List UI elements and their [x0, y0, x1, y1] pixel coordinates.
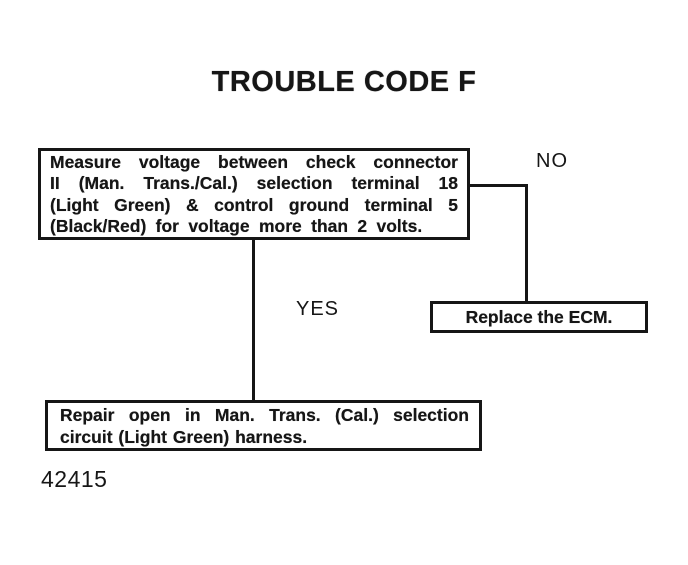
repair-box-line: Repair open in Man. Trans. (Cal.) select…: [60, 405, 469, 425]
decision-box-line: Measure voltage between check connector: [50, 152, 458, 172]
page-title: TROUBLE CODE F: [211, 66, 477, 98]
decision-box-line: (Black/Red) for voltage more than 2 volt…: [50, 216, 423, 237]
figure-code: 42415: [41, 466, 108, 492]
decision-box-line: II (Man. Trans./Cal.) selection terminal…: [50, 173, 458, 194]
repair-box-line: circuit (Light Green) harness.: [60, 427, 308, 447]
decision-box-line: (Light Green) & control ground terminal …: [50, 194, 458, 215]
yes-branch-connector-vertical: [252, 239, 255, 401]
no-branch-label: NO: [536, 150, 568, 172]
yes-branch-label: YES: [296, 298, 340, 320]
result-box-replace-ecm: Replace the ECM.: [430, 301, 648, 333]
no-branch-connector-horizontal: [469, 184, 528, 187]
decision-box-measure-voltage: Measure voltage between check connector …: [38, 148, 470, 240]
no-branch-connector-vertical: [525, 184, 528, 303]
result-box-repair-harness: Repair open in Man. Trans. (Cal.) select…: [45, 400, 482, 451]
